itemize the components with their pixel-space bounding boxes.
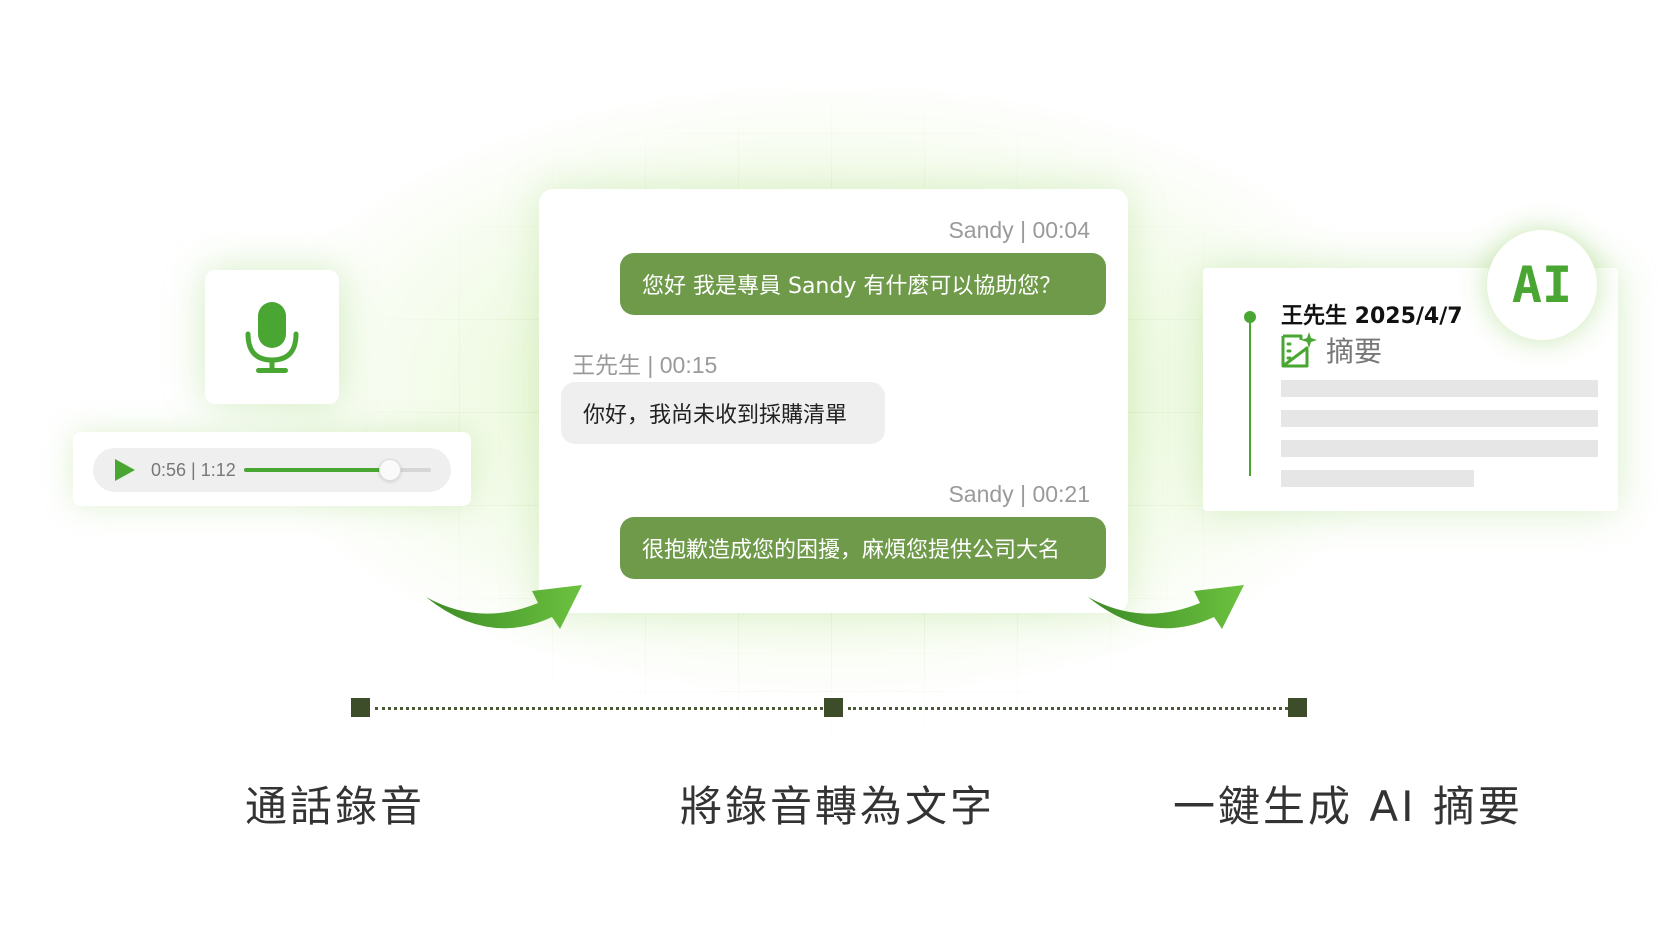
steps-timeline xyxy=(351,698,1307,718)
summary-text-placeholder xyxy=(1281,410,1598,427)
step-marker xyxy=(351,698,370,717)
progress-knob[interactable] xyxy=(378,459,401,481)
summary-card: 王先生 2025/4/7 摘要 xyxy=(1203,268,1618,511)
step-label-recording: 通話錄音 xyxy=(245,782,426,831)
message-bubble-customer: 你好，我尚未收到採購清單 xyxy=(561,382,885,444)
ai-badge: AI xyxy=(1487,230,1597,340)
transcript-card: Sandy | 00:04 您好 我是專員 Sandy 有什麼可以協助您？ 王先… xyxy=(539,189,1128,613)
summary-text-placeholder xyxy=(1281,440,1598,457)
progress-track[interactable] xyxy=(243,459,431,481)
step-label-ai-summary: 一鍵生成 AI 摘要 xyxy=(1173,782,1523,831)
message-bubble-agent: 很抱歉造成您的困擾，麻煩您提供公司大名 xyxy=(620,517,1106,579)
timeline-dot xyxy=(1244,311,1256,323)
message-bubble-agent: 您好 我是專員 Sandy 有什麼可以協助您？ xyxy=(620,253,1106,315)
audio-player: 0:56 | 1:12 xyxy=(93,448,451,492)
step-marker xyxy=(1288,698,1307,717)
player-time: 0:56 | 1:12 xyxy=(151,459,236,480)
message-meta: 王先生 | 00:15 xyxy=(572,352,718,378)
microphone-card xyxy=(205,270,339,404)
timeline-line xyxy=(1249,318,1251,476)
audio-player-card: 0:56 | 1:12 xyxy=(73,432,471,506)
message-meta: Sandy | 00:21 xyxy=(948,481,1090,507)
summary-label: 摘要 xyxy=(1326,335,1383,368)
arrow-right-icon xyxy=(426,585,582,629)
summary-text-placeholder xyxy=(1281,470,1474,487)
arrow-right-icon xyxy=(1088,585,1244,629)
play-icon[interactable] xyxy=(115,459,135,481)
microphone-icon xyxy=(245,302,299,373)
dotted-connector xyxy=(848,707,1288,710)
step-marker xyxy=(824,698,843,717)
dotted-connector xyxy=(375,707,823,710)
document-sparkle-icon xyxy=(1281,332,1317,368)
step-label-transcribe: 將錄音轉為文字 xyxy=(680,782,996,831)
message-meta: Sandy | 00:04 xyxy=(948,217,1090,243)
summary-title: 王先生 2025/4/7 xyxy=(1281,304,1463,329)
summary-text-placeholder xyxy=(1281,380,1598,397)
progress-fill xyxy=(243,468,390,472)
